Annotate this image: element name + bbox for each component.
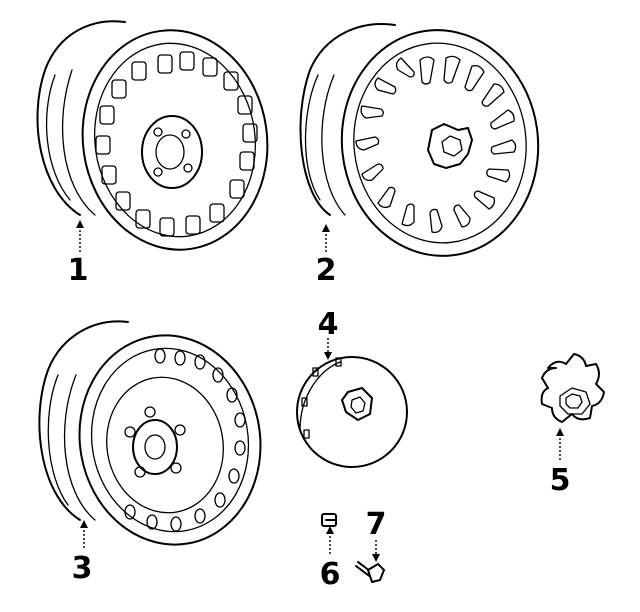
callout-7: 7 bbox=[366, 507, 387, 542]
wheel-1-slots bbox=[95, 51, 258, 237]
hubcap-part-4 bbox=[296, 356, 408, 468]
callout-4: 4 bbox=[318, 307, 339, 342]
wheel-stud-part-7 bbox=[355, 561, 385, 583]
callout-1: 1 bbox=[68, 253, 89, 288]
leader-lines bbox=[76, 220, 564, 562]
center-cap-part-5 bbox=[540, 353, 605, 423]
wheel-part-1 bbox=[36, 20, 269, 251]
lug-nut-part-6 bbox=[321, 513, 337, 527]
wheel-3-holes bbox=[124, 348, 246, 532]
callout-6: 6 bbox=[320, 557, 341, 592]
callout-2: 2 bbox=[316, 253, 337, 288]
callout-3: 3 bbox=[72, 551, 93, 586]
wheel-2-openings bbox=[355, 55, 517, 234]
wheel-part-2 bbox=[299, 23, 540, 257]
callout-5: 5 bbox=[550, 463, 571, 498]
wheel-part-3 bbox=[38, 320, 262, 546]
